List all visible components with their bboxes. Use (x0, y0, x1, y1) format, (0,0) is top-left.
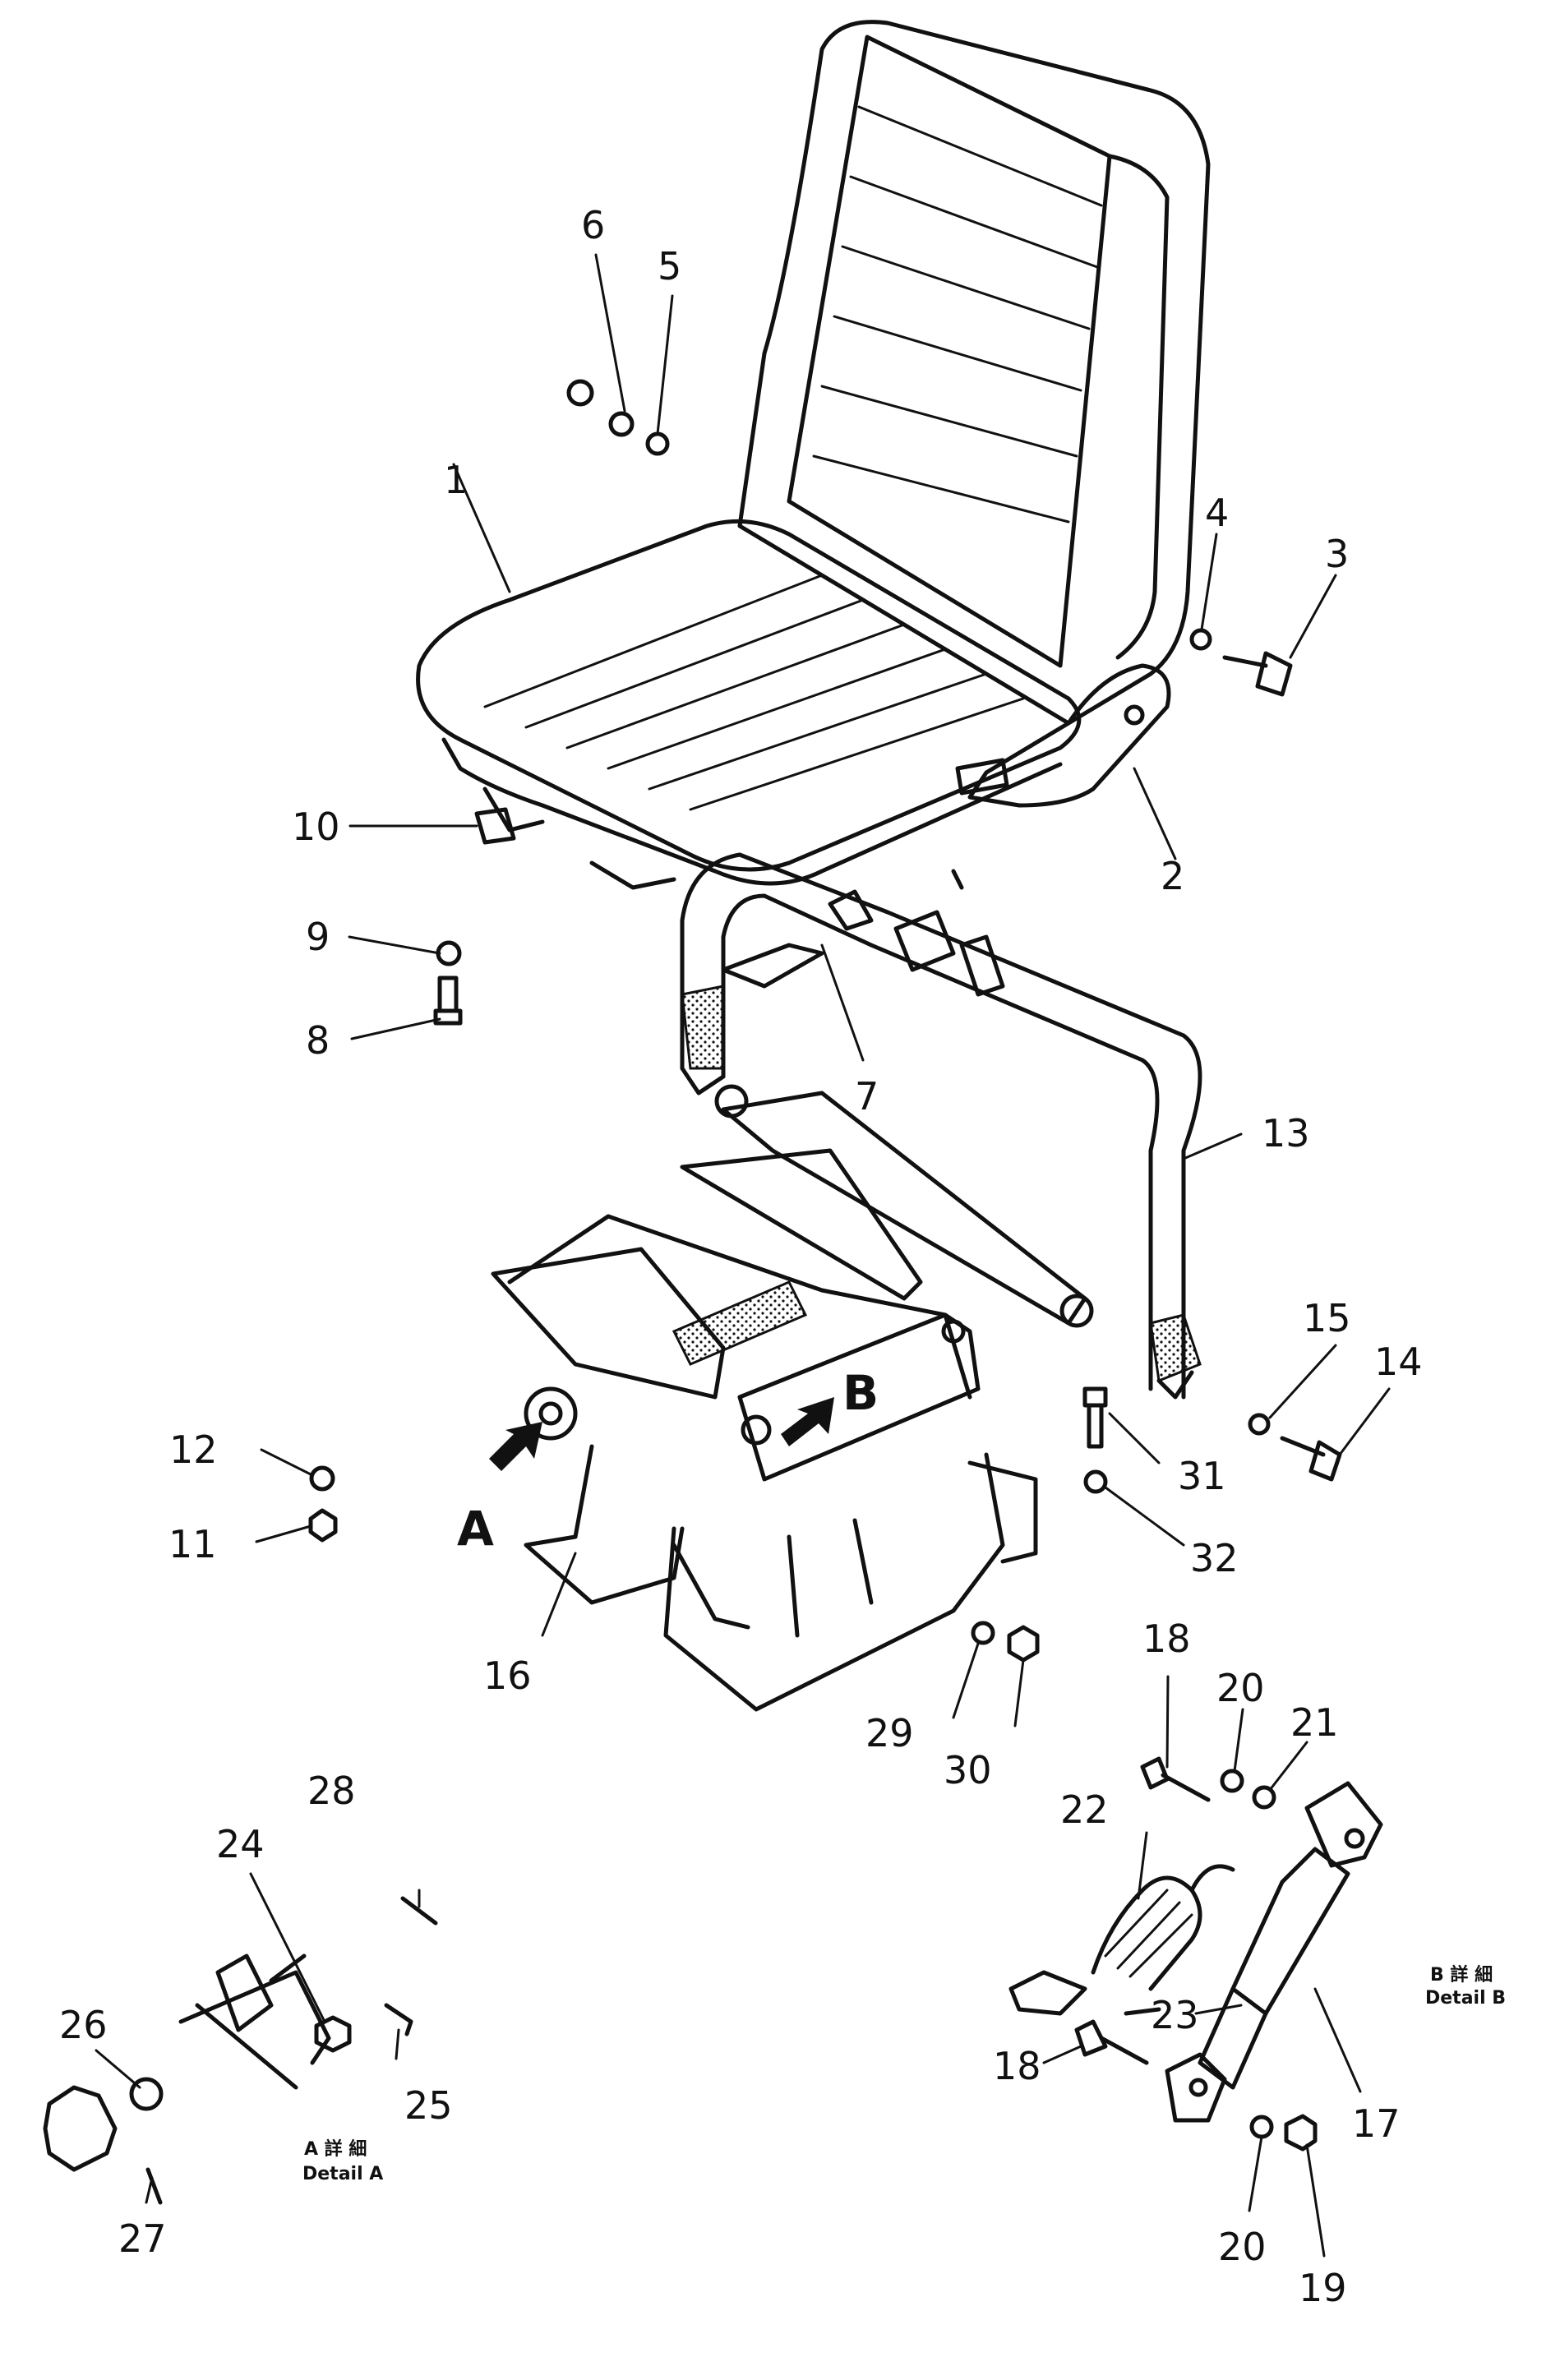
callout-6: 6 (581, 203, 605, 247)
seat-cushion-and-backrest (416, 20, 1211, 886)
callout-5: 5 (658, 244, 681, 288)
detail-a-japanese: A 詳 細 (304, 2138, 367, 2160)
callout-12: 12 (169, 1428, 218, 1472)
callout-11: 11 (168, 1522, 217, 1566)
detail-b-japanese: B 詳 細 (1430, 1964, 1493, 1986)
callout-30: 30 (944, 1748, 992, 1792)
callout-20a: 20 (1216, 1666, 1265, 1710)
view-arrow-a-label: A (457, 1501, 494, 1557)
detail-b-english: Detail B (1425, 1988, 1506, 2009)
callout-4: 4 (1205, 491, 1229, 535)
callout-10: 10 (292, 805, 340, 849)
slide-rail (474, 786, 964, 989)
callout-18a: 18 (1142, 1617, 1191, 1661)
bolt-3-and-washer-4 (1189, 628, 1293, 697)
detail-a-caption: A 詳 細 Detail A (302, 2138, 383, 2184)
nut-and-washers-5-6 (566, 379, 670, 456)
callout-22: 22 (1060, 1787, 1109, 1832)
callout-1: 1 (444, 458, 468, 502)
bolt-14-and-washer-15 (1248, 1413, 1342, 1482)
callout-29: 29 (865, 1711, 914, 1755)
seat-belt (680, 852, 1202, 1400)
callout-8: 8 (306, 1018, 330, 1063)
callout-27: 27 (118, 2216, 167, 2261)
nut-11-and-washer-12 (308, 1465, 338, 1543)
callout-7: 7 (855, 1074, 879, 1119)
callout-26: 26 (59, 2003, 108, 2047)
callout-31: 31 (1178, 1454, 1226, 1498)
leader-lines (95, 253, 1391, 2258)
washer-29-and-nut-30 (971, 1621, 1040, 1663)
detail-a-assembly (43, 1896, 438, 2205)
callout-24: 24 (216, 1822, 265, 1866)
callout-28: 28 (307, 1769, 356, 1813)
callout-16: 16 (483, 1654, 532, 1698)
detail-a-english: Detail A (302, 2164, 383, 2184)
callout-17: 17 (1352, 2101, 1401, 2146)
callout-13: 13 (1262, 1111, 1310, 1155)
callout-9: 9 (306, 915, 330, 959)
callout-14: 14 (1374, 1340, 1423, 1384)
callout-19: 19 (1299, 2266, 1347, 2310)
callout-25: 25 (404, 2083, 453, 2128)
detail-b-assembly (1008, 1756, 1383, 2152)
bolt-31-and-washer-32 (1082, 1386, 1108, 1494)
recline-lever (955, 663, 1171, 808)
callout-21: 21 (1290, 1700, 1339, 1745)
callout-3: 3 (1325, 532, 1349, 576)
view-arrow-b-label: B (842, 1365, 879, 1421)
callout-2: 2 (1161, 854, 1184, 898)
callout-20b: 20 (1218, 2225, 1267, 2269)
callout-32: 32 (1190, 1536, 1239, 1580)
suspension-base (491, 1084, 1094, 1712)
callout-15: 15 (1303, 1296, 1351, 1340)
view-arrow-b: B (781, 1365, 879, 1446)
callout-18b: 18 (993, 2044, 1041, 2088)
callout-numbers: 1 2 3 4 5 6 7 8 9 10 11 12 13 14 15 16 1… (59, 203, 1423, 2310)
callout-23: 23 (1151, 1993, 1199, 2037)
bolt-8-and-washer-9 (433, 940, 463, 1026)
view-arrow-a: A (457, 1422, 542, 1557)
detail-b-caption: B 詳 細 Detail B (1425, 1964, 1506, 2009)
